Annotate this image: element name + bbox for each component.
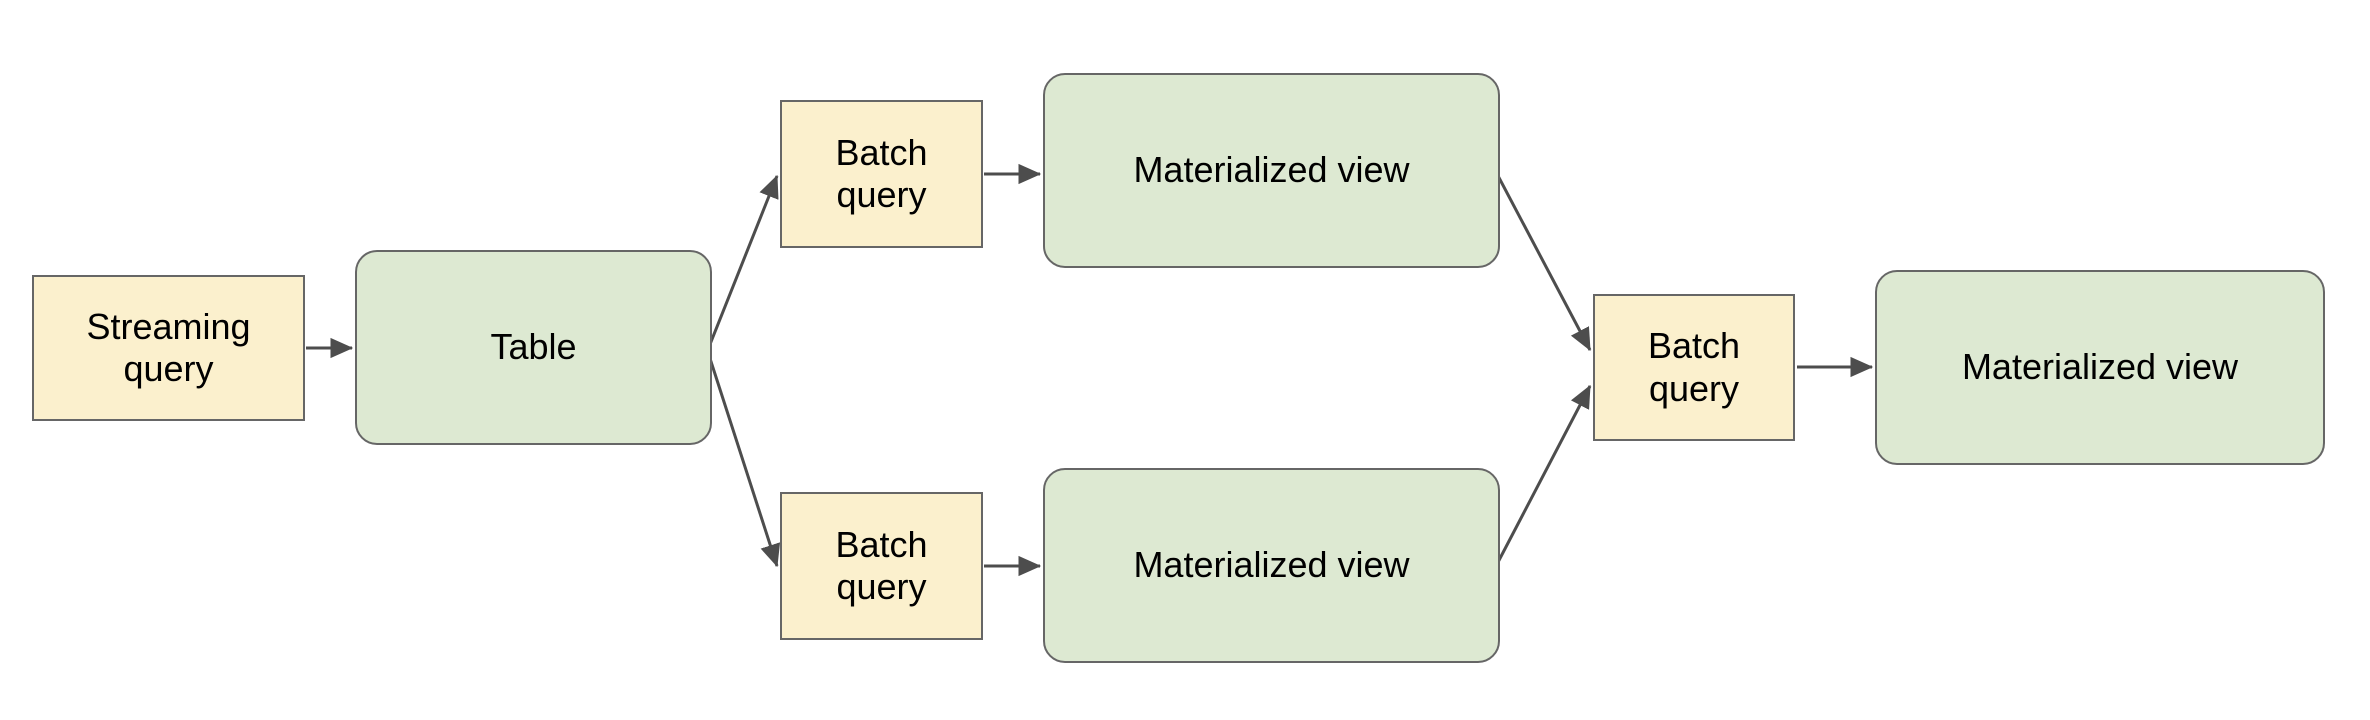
node-label-batch-query-bottom: Batch query [835, 523, 928, 607]
node-streaming-query[interactable]: Streaming query [32, 275, 305, 421]
node-materialized-view-top[interactable]: Materialized view [1043, 73, 1500, 268]
node-table[interactable]: Table [355, 250, 712, 445]
node-label-materialized-view-top: Materialized view [1133, 149, 1410, 191]
node-batch-query-top[interactable]: Batch query [780, 100, 983, 248]
node-label-materialized-view-final: Materialized view [1961, 346, 2239, 388]
edge-mv-top-to-batch-merge [1494, 171, 1592, 352]
node-label-batch-query-merge: Batch query [1647, 325, 1741, 409]
node-label-materialized-view-bottom: Materialized view [1133, 544, 1410, 586]
edge-mv-bottom-to-batch-merge [1494, 384, 1592, 567]
node-label-streaming-query: Streaming query [86, 305, 251, 389]
node-batch-query-bottom[interactable]: Batch query [780, 492, 983, 640]
node-label-batch-query-top: Batch query [835, 131, 928, 215]
node-materialized-view-bottom[interactable]: Materialized view [1043, 468, 1500, 663]
node-label-table: Table [490, 326, 577, 368]
node-materialized-view-final[interactable]: Materialized view [1875, 270, 2325, 465]
node-batch-query-merge[interactable]: Batch query [1593, 294, 1795, 441]
